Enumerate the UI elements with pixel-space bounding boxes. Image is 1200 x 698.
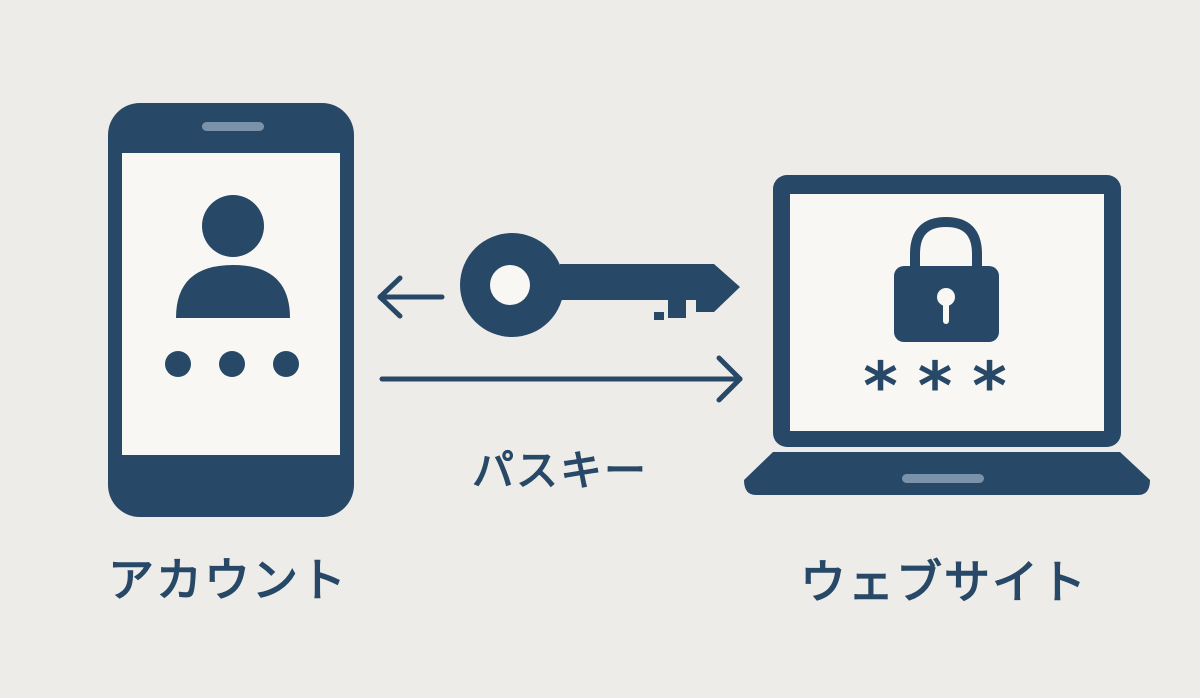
dots-icon: [165, 351, 299, 377]
arrow-right-icon: [379, 355, 743, 403]
key-icon: [460, 233, 740, 337]
password-mask: ***: [863, 348, 1027, 425]
user-icon: [176, 195, 290, 318]
padlock-icon: [894, 216, 999, 342]
passkey-label: パスキー: [472, 446, 649, 495]
website-label: ウェブサイト: [800, 555, 1088, 609]
arrow-left-icon: [377, 275, 445, 319]
asterisk-icon: ***: [863, 348, 1027, 425]
account-label: アカウント: [108, 553, 348, 607]
